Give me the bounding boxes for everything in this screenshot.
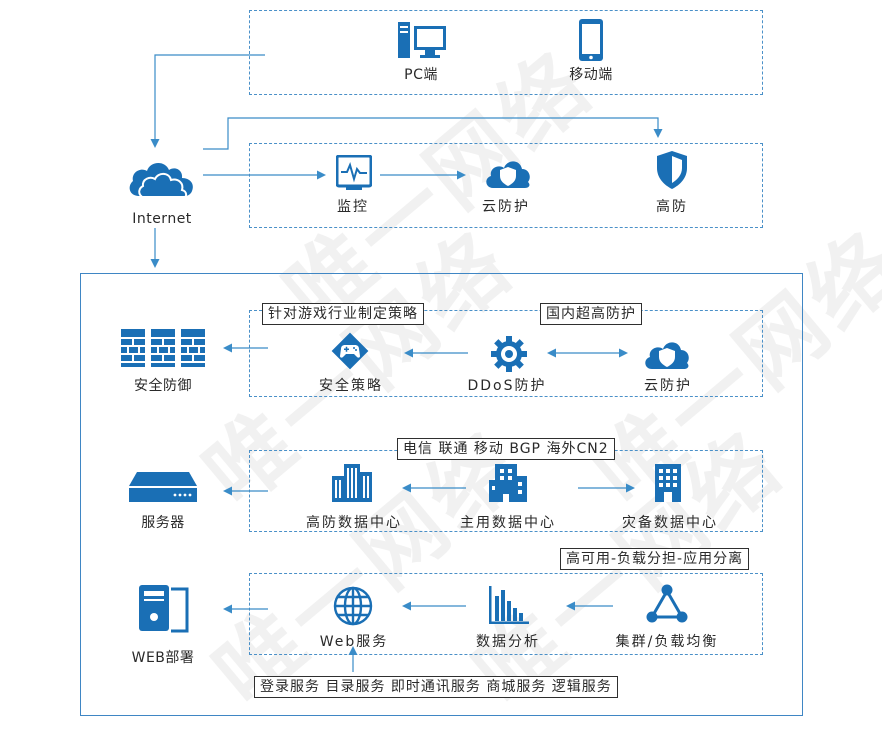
game-policy-tag: 针对游戏行业制定策略	[262, 303, 424, 325]
cloud-shield-icon	[484, 155, 532, 193]
web-group-box	[249, 573, 763, 655]
globe-icon	[332, 585, 374, 631]
client-group-box	[249, 10, 763, 95]
building-icon	[330, 462, 374, 508]
domestic-protect-tag: 国内超高防护	[540, 303, 642, 325]
high-defense-label: 高防	[656, 199, 688, 215]
internet-cloud-icon	[125, 152, 199, 204]
web-service-label: Web服务	[319, 634, 389, 650]
shield-icon	[656, 150, 688, 194]
data-analysis-label: 数据分析	[476, 634, 540, 650]
pc-label: PC端	[404, 67, 438, 83]
isp-tag: 电信 联通 移动 BGP 海外CN2	[397, 438, 615, 460]
backup-dc-label: 灾备数据中心	[622, 515, 718, 531]
mobile-icon	[578, 18, 604, 66]
pc-icon	[396, 20, 448, 64]
server-label: 服务器	[141, 515, 185, 531]
services-tag: 登录服务 目录服务 即时通讯服务 商城服务 逻辑服务	[254, 676, 618, 698]
cloud-protect-label: 云防护	[482, 199, 530, 215]
security-group-box	[249, 310, 763, 397]
high-availability-tag: 高可用-负载分担-应用分离	[560, 548, 750, 570]
firewall-icon	[120, 326, 206, 372]
ddos-gear-icon	[490, 335, 528, 377]
monitor-icon	[335, 154, 373, 195]
gamepad-icon	[330, 331, 370, 375]
cloud-shield-icon	[643, 336, 691, 374]
bar-chart-icon	[487, 584, 531, 630]
cluster-label: 集群/负载均衡	[615, 634, 719, 650]
web-server-icon	[137, 583, 191, 637]
building-icon	[653, 462, 683, 508]
cloud-protect-label-2: 云防护	[644, 378, 692, 394]
internet-label: Internet	[132, 211, 192, 227]
security-defense-label: 安全防御	[134, 378, 192, 394]
monitor-label: 监控	[337, 199, 369, 215]
high-defense-dc-label: 高防数据中心	[306, 515, 402, 531]
protection-group-box	[249, 143, 763, 228]
building-icon	[487, 462, 529, 508]
web-deploy-label: WEB部署	[131, 650, 195, 666]
server-icon	[127, 470, 199, 508]
ddos-label: DDoS防护	[467, 378, 547, 394]
cluster-icon	[645, 583, 689, 629]
main-dc-label: 主用数据中心	[460, 515, 556, 531]
mobile-label: 移动端	[569, 67, 613, 83]
security-policy-label: 安全策略	[319, 378, 383, 394]
backend-box	[80, 273, 803, 716]
